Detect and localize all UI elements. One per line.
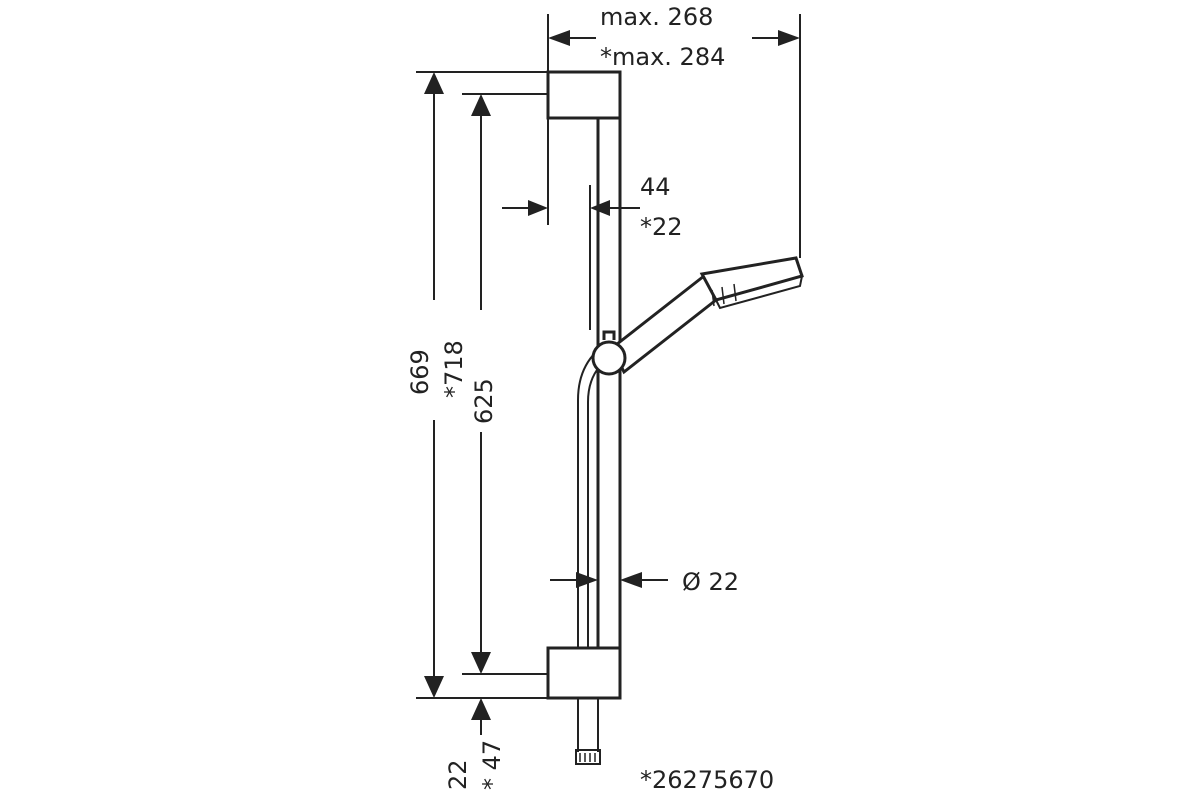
hand-shower-nozzles bbox=[711, 283, 737, 307]
width-max-alt-label: *max. 284 bbox=[600, 43, 725, 71]
bottom-offset-label: 22 bbox=[444, 759, 472, 790]
bracket-spacing-label: 625 bbox=[470, 378, 498, 424]
slider-holder bbox=[591, 340, 627, 376]
bottom-offset-dimension: 22 * 47 bbox=[444, 698, 506, 790]
width-dimension: max. 268 *max. 284 bbox=[547, 3, 801, 258]
hose-below-bracket bbox=[577, 698, 599, 752]
hand-shower-handle bbox=[610, 273, 718, 375]
rail-diameter-dimension: Ø 22 bbox=[550, 568, 739, 596]
total-height-label: 669 bbox=[406, 349, 434, 395]
bracket-spacing-dimension: 625 bbox=[462, 93, 548, 675]
wall-offset-dimension: 44 *22 bbox=[502, 118, 683, 330]
article-number: *26275670 bbox=[640, 766, 774, 794]
hose-nut bbox=[575, 749, 601, 765]
hose-nut-ridges bbox=[579, 753, 596, 762]
rail-tube bbox=[596, 116, 622, 650]
slider-knob bbox=[602, 330, 616, 340]
shower-rail-assembly bbox=[546, 70, 804, 765]
total-height-dimension: 669 *718 bbox=[406, 71, 548, 699]
wall-offset-alt-label: *22 bbox=[640, 213, 683, 241]
width-max-label: max. 268 bbox=[600, 3, 713, 31]
hand-shower-face bbox=[714, 274, 804, 310]
total-height-alt-label: *718 bbox=[440, 340, 468, 398]
rail-diameter-label: Ø 22 bbox=[682, 568, 739, 596]
top-wall-bracket bbox=[546, 70, 622, 120]
bottom-wall-bracket bbox=[546, 646, 622, 700]
wall-offset-label: 44 bbox=[640, 173, 671, 201]
hand-shower-head bbox=[699, 256, 804, 302]
bottom-offset-alt-label: * 47 bbox=[478, 740, 506, 790]
